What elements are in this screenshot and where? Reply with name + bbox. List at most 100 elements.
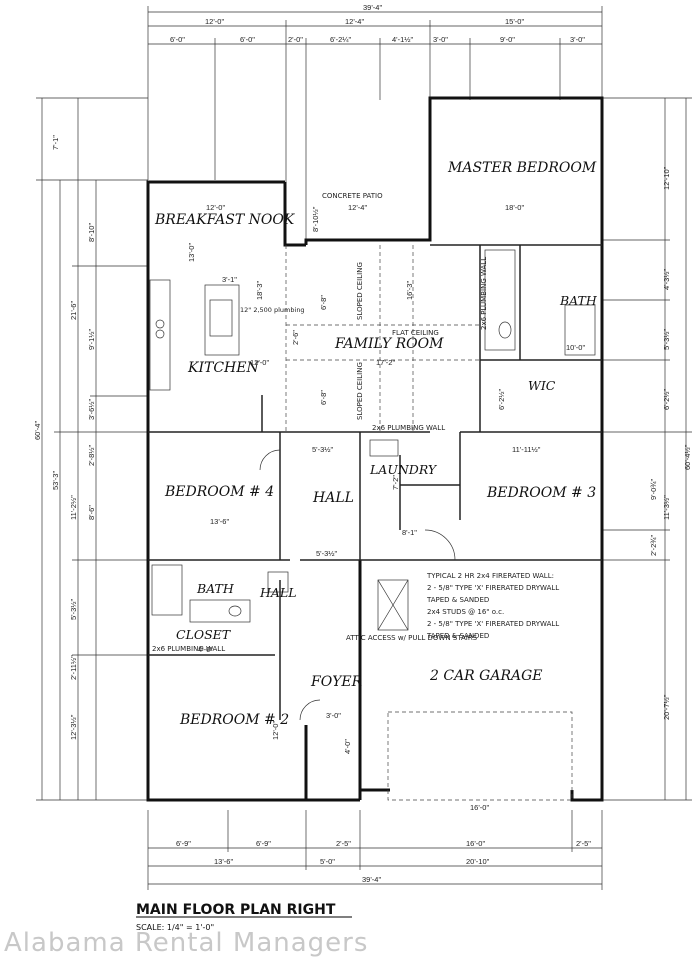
- dim-top-row3-4: 6'-2¼": [330, 35, 352, 44]
- dim-left-6: 2'-8½": [87, 444, 96, 466]
- dim-bed3-width: 11'-11½": [512, 445, 541, 454]
- dim-hall-width: 5'-3½": [312, 445, 334, 454]
- attic-access-note: ATTIC ACCESS w/ PULL DOWN STAIRS: [346, 634, 478, 642]
- left-dimensions: 60'-4" 53'-3" 7'-1" 8'-10" 21'-6" 9'-1½"…: [33, 97, 148, 801]
- dim-left-8: 8'-6": [87, 505, 96, 520]
- master-tub: [564, 304, 596, 356]
- dim-top-row3-1: 6'-0": [170, 35, 185, 44]
- dim-sloped-h1: 6'-8": [319, 295, 328, 310]
- plan-title-text: MAIN FLOOR PLAN RIGHT: [136, 902, 336, 918]
- dim-top-row2-2: 12'-4": [345, 17, 364, 26]
- dim-left-overall: 60'-4": [33, 421, 42, 440]
- dim-bottom-r1-2: 6'-9": [256, 839, 271, 848]
- dim-master-width: 18'-0": [505, 203, 524, 212]
- dim-right-7: 2'-2¾": [649, 534, 658, 556]
- dim-bottom-overall: 39'-4": [362, 875, 381, 884]
- range-icon: [155, 319, 165, 329]
- dim-right-1: 12'-10": [662, 166, 671, 190]
- dim-bottom-r1-3: 2'-5": [336, 839, 351, 848]
- dim-sloped-h2: 2'-6": [291, 330, 300, 345]
- room-garage: 2 CAR GARAGE: [429, 668, 543, 684]
- room-bedroom2: BEDROOM # 2: [179, 712, 289, 728]
- label-plumbing-wall-2: 2x6 PLUMBING WALL: [152, 645, 225, 653]
- dim-top-row3-2: 6'-0": [240, 35, 255, 44]
- bottom-dimensions: 6'-9" 6'-9" 2'-5" 16'-0" 2'-5" 13'-6" 5'…: [147, 810, 603, 890]
- bath2-tub: [151, 564, 183, 616]
- room-bedroom3: BEDROOM # 3: [486, 485, 596, 501]
- right-dimensions: 60'-4½" 12'-10" 4'-3½" 5'-3½" 6'-2½" 9'-…: [602, 97, 692, 801]
- label-plumbing-wall-3: 2x6 PLUMBING WALL: [480, 257, 488, 330]
- dim-right-4: 6'-2½": [662, 388, 671, 410]
- dim-right-2: 4'-3½": [662, 268, 671, 290]
- dim-bottom-r1-1: 6'-9": [176, 839, 191, 848]
- dim-bottom-r1-4: 16'-0": [466, 839, 485, 848]
- room-master-bedroom: MASTER BEDROOM: [447, 160, 597, 176]
- dim-kitchen-island: 3'-1": [222, 275, 237, 284]
- room-family-room: FAMILY ROOM: [334, 336, 444, 352]
- room-hall: HALL: [312, 490, 354, 506]
- dim-bath-width: 10'-0": [566, 343, 585, 352]
- firewall-note-4: 2x4 STUDS @ 16" o.c.: [427, 608, 504, 616]
- bath2-vanity: [189, 599, 251, 623]
- dim-laundry-width: 8'-1": [402, 528, 417, 537]
- garage-notes: TYPICAL 2 HR 2x4 FIRERATED WALL: 2 - 5/8…: [346, 572, 559, 642]
- dim-hall2-width: 5'-3½": [316, 549, 338, 558]
- room-hall2: HALL: [259, 585, 297, 600]
- dim-left-3: 21'-6": [69, 301, 78, 320]
- dim-left-9: 5'-3½": [69, 598, 78, 620]
- dim-bed2-depth: 12'-0": [271, 721, 280, 740]
- hvac-unit: [267, 571, 289, 593]
- dim-garage-width: 16'-0": [470, 803, 489, 812]
- dim-top-row3-7: 9'-0": [500, 35, 515, 44]
- room-closet: CLOSET: [176, 627, 232, 642]
- dim-bottom-r2-1: 13'-6": [214, 857, 233, 866]
- firewall-note-5: 2 - 5/8" TYPE 'X' FIRERATED DRYWALL: [427, 620, 559, 628]
- label-concrete-patio: CONCRETE PATIO: [322, 192, 383, 200]
- dim-left-1: 7'-1": [51, 135, 60, 150]
- dim-top-overall: 39'-4": [363, 3, 382, 12]
- firewall-note-2: 2 - 5/8" TYPE 'X' FIRERATED DRYWALL: [427, 584, 559, 592]
- room-foyer: FOYER: [310, 674, 363, 690]
- room-laundry: LAUNDRY: [369, 462, 438, 477]
- dim-nook-depth: 13'-0": [187, 243, 196, 262]
- room-wic: WIC: [528, 378, 556, 393]
- dim-laundry-depth: 7'-2": [391, 475, 400, 490]
- dim-garage-depth: 4'-0": [343, 739, 352, 754]
- dim-right-8: 20'-7½": [662, 694, 671, 720]
- dim-foyer-door: 3'-0": [326, 711, 341, 720]
- dim-bottom-r2-2: 5'-0": [320, 857, 335, 866]
- master-vanity: [484, 249, 516, 351]
- toilet-icon: [498, 321, 512, 339]
- dim-patio-width: 12'-4": [348, 203, 367, 212]
- label-plumbing-note: 12" 2,500 plumbing: [240, 306, 305, 314]
- interior-walls: [148, 244, 602, 720]
- dim-nook-width: 12'-0": [206, 203, 225, 212]
- room-bath2: BATH: [196, 581, 235, 596]
- plan-scale: SCALE: 1/4" = 1'-0": [136, 923, 214, 932]
- room-labels: MASTER BEDROOM BREAKFAST NOOK FAMILY ROO…: [154, 160, 598, 728]
- label-sloped-ceiling-1: SLOPED CEILING: [356, 262, 364, 320]
- dim-left-11: 12'-3½": [69, 714, 78, 740]
- dim-right-overall: 60'-4½": [683, 444, 692, 470]
- room-bedroom4: BEDROOM # 4: [164, 484, 274, 500]
- room-bath-master: BATH: [559, 293, 598, 308]
- dim-right-6: 11'-3½": [662, 495, 671, 520]
- interior-dimensions: CONCRETE PATIO 12'-4" 8'-10½" 12'-0" 13'…: [152, 192, 585, 812]
- washer-dryer: [369, 439, 399, 457]
- dim-patio-depth: 8'-10½": [311, 206, 320, 232]
- dim-top-row3-5: 4'-1½": [392, 35, 414, 44]
- dim-bed4-width: 13'-6": [210, 517, 229, 526]
- label-sloped-ceiling-2: SLOPED CEILING: [356, 362, 364, 420]
- dim-right-3: 5'-3½": [662, 328, 671, 350]
- fixtures: [149, 249, 596, 721]
- plan-title: MAIN FLOOR PLAN RIGHT SCALE: 1/4" = 1'-0…: [136, 902, 352, 932]
- dim-right-5: 9'-0¾": [649, 478, 658, 500]
- dim-top-row3-6: 3'-0": [433, 35, 448, 44]
- dim-top-row2-1: 12'-0": [205, 17, 224, 26]
- dim-family-width: 17'-2": [376, 358, 395, 367]
- exterior-walls: [146, 96, 604, 802]
- label-plumbing-wall-1: 2x6 PLUMBING WALL: [372, 424, 445, 432]
- room-breakfast-nook: BREAKFAST NOOK: [154, 212, 296, 228]
- firewall-note-3: TAPED & SANDED: [426, 596, 489, 604]
